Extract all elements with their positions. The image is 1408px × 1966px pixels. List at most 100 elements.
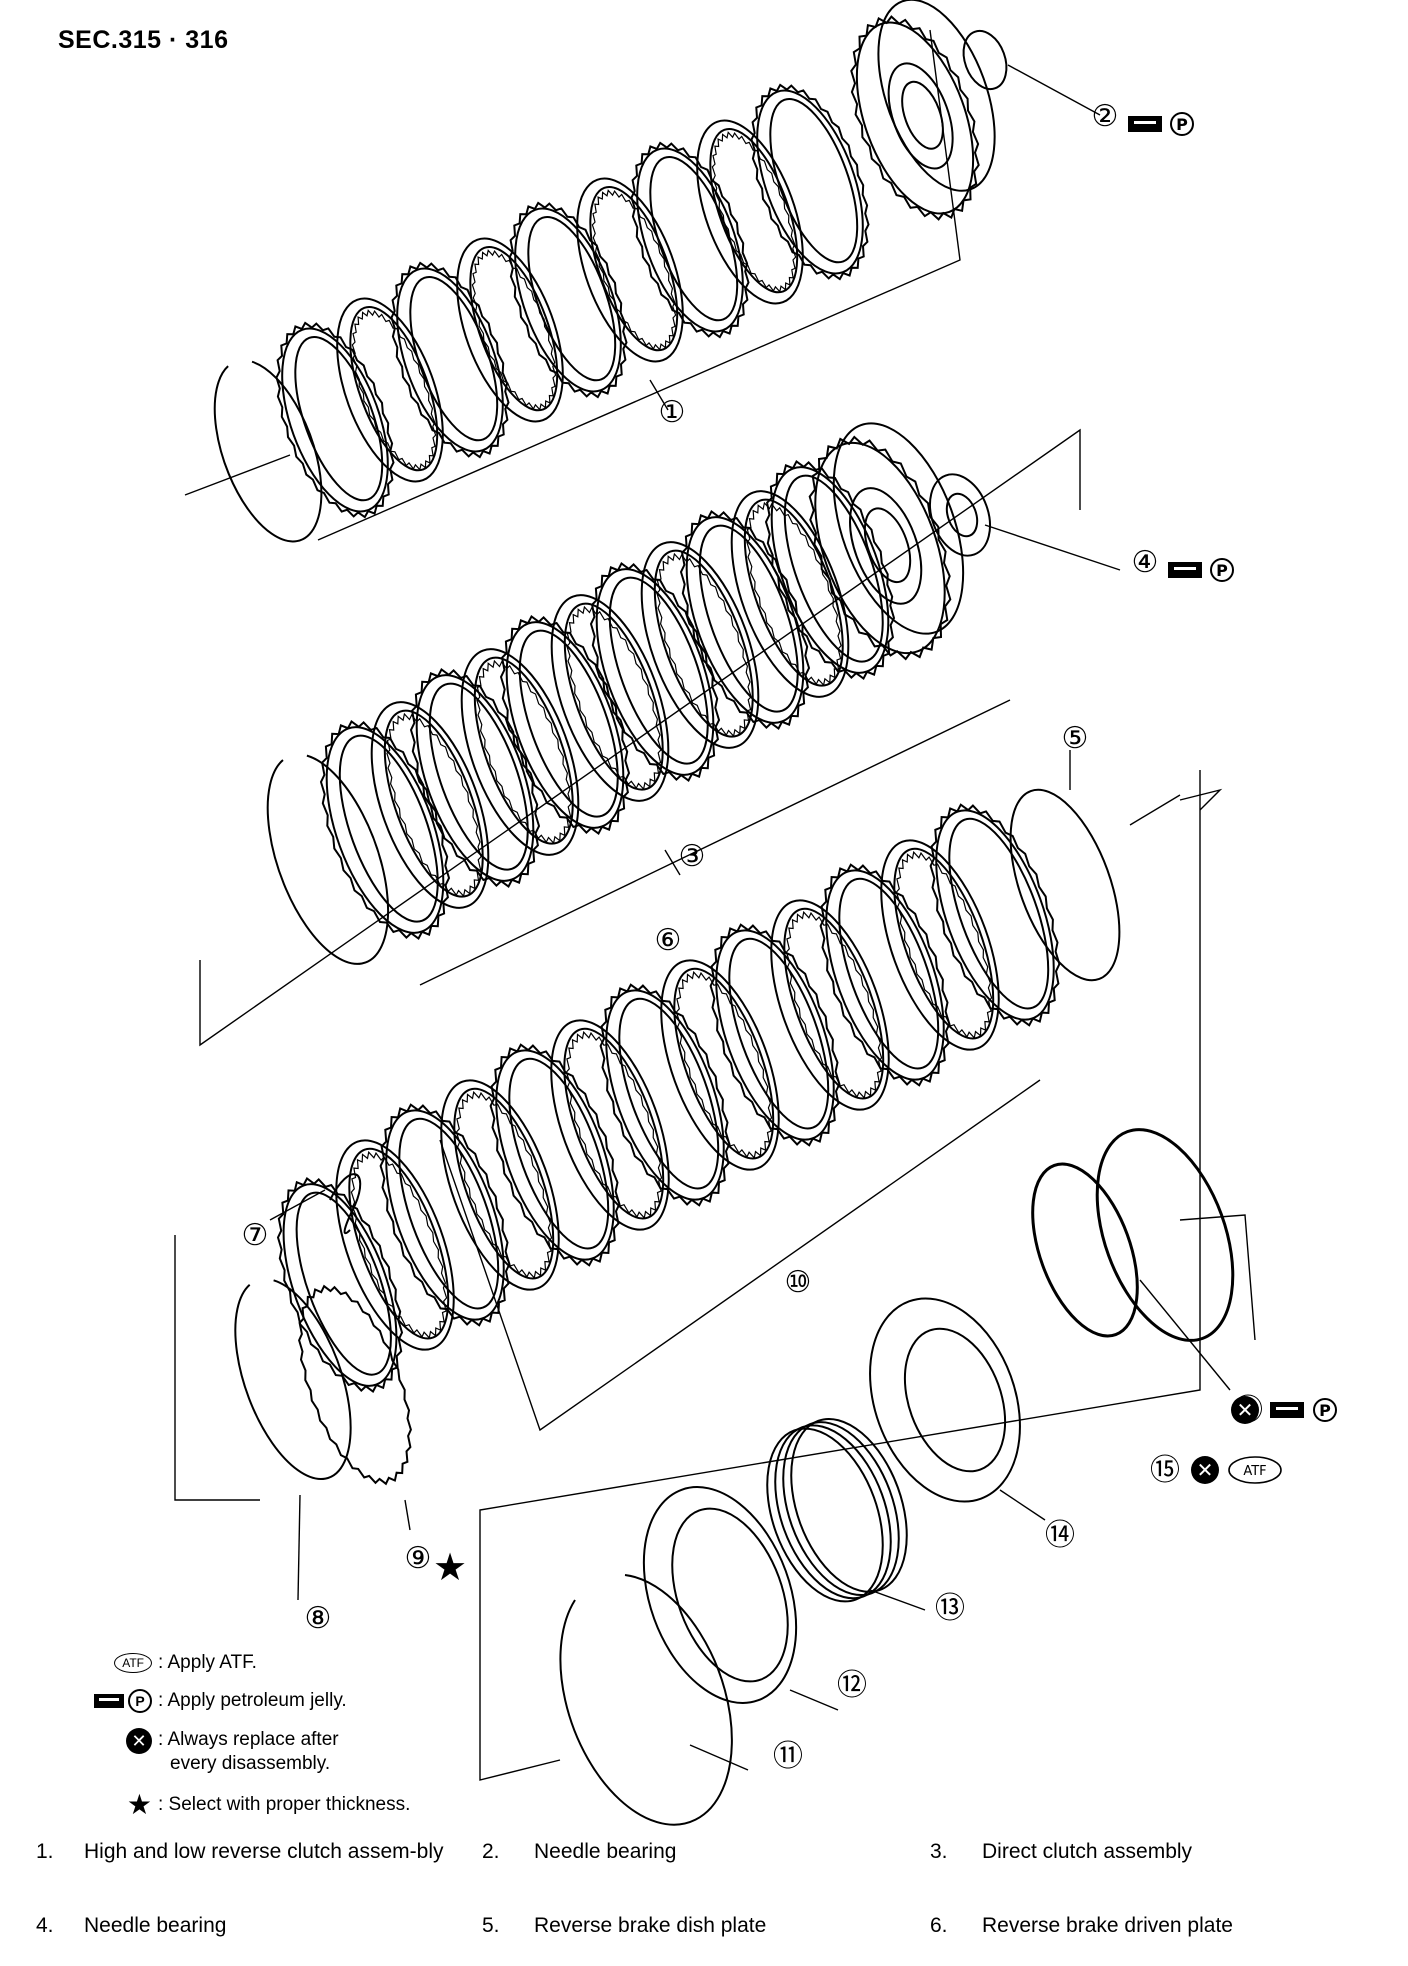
callout-6: ⑥ — [655, 923, 682, 958]
legend-jelly: P : Apply petroleum jelly. — [70, 1688, 347, 1714]
plate-inner-edge — [383, 709, 484, 898]
leader-line — [984, 524, 1121, 571]
plate-inner-edge — [948, 817, 1050, 1010]
leader-line — [439, 1079, 1041, 1432]
petroleum-jelly-icon — [1270, 1402, 1304, 1418]
part-item-1: 1. High and low reverse clutch assem-bly — [36, 1838, 464, 1866]
part-number: 2. — [482, 1840, 500, 1863]
clutch-driven-plate — [696, 119, 804, 305]
plate-outer-teeth — [819, 863, 951, 1087]
clutch-drive-plate — [630, 141, 750, 339]
plate-inner-splines — [711, 131, 797, 293]
clutch-driven-plate — [550, 594, 670, 802]
legend-atf-text: : Apply ATF. — [158, 1652, 257, 1673]
leader-line — [419, 699, 1011, 986]
legend-jelly-text: : Apply petroleum jelly. — [158, 1690, 347, 1711]
plate-inner-edge — [783, 907, 885, 1100]
legend-select: ★ : Select with proper thickness. — [70, 1791, 411, 1819]
plate-inner-edge — [673, 967, 775, 1160]
plate-inner-edge — [469, 245, 559, 412]
snap-ring — [213, 360, 323, 543]
needle-bearing-2 — [962, 29, 1008, 91]
plate-inner-edge — [563, 1027, 665, 1220]
callout-5: ⑤ — [1062, 721, 1089, 756]
plate-outer-edge — [730, 490, 850, 698]
callout-3: ③ — [679, 839, 706, 874]
callout-layer: ①②③④⑤⑥⑦⑧⑨⑩⑪⑫⑬⑭⑮⑯PP✕P✕ATF★ — [242, 99, 1337, 1774]
plate-outer-edge — [825, 869, 945, 1081]
callout-11: ⑪ — [773, 1739, 803, 1774]
plate-outer-teeth — [409, 668, 541, 888]
leader-line — [689, 1744, 749, 1771]
leader-line — [269, 1189, 326, 1221]
plate-outer-edge — [640, 541, 760, 749]
drum-hub — [849, 487, 923, 605]
d-ring-15 — [1031, 1162, 1139, 1338]
plate-outer-edge — [770, 899, 890, 1111]
clutch-drive-plate — [750, 83, 870, 281]
clutch-drive-plate — [489, 1043, 621, 1267]
drum-rim-back — [832, 422, 965, 635]
replace-icon: ✕ — [126, 1728, 152, 1754]
plate-inner-splines — [895, 850, 993, 1040]
plate-outer-edge — [715, 929, 835, 1141]
plate-inner-edge — [769, 97, 859, 264]
plate-inner-edge — [453, 1087, 555, 1280]
replace-icon: ✕ — [1191, 1456, 1219, 1484]
x-glyph: ✕ — [1197, 1458, 1214, 1482]
clutch-driven-plate — [770, 899, 890, 1111]
leader-line — [184, 454, 291, 496]
clutch-drive-plate — [499, 615, 631, 835]
retainer-inner — [671, 1507, 789, 1683]
plate-outer-edge — [440, 1079, 560, 1291]
leader-line — [479, 770, 1201, 1781]
plate-inner-splines — [591, 189, 677, 351]
clutch-driven-plate — [576, 177, 684, 363]
plate-inner-edge — [618, 997, 720, 1190]
plate-outer-edge — [605, 989, 725, 1201]
plate-inner-edge — [428, 682, 529, 871]
callout-13: ⑬ — [935, 1591, 965, 1626]
plate-inner-splines — [471, 249, 557, 411]
leader-line — [1179, 788, 1223, 811]
plate-inner-splines — [746, 501, 842, 687]
drum-rim — [814, 441, 946, 655]
needle-bearing-4 — [929, 473, 991, 557]
part-number: 4. — [36, 1914, 54, 1937]
plate-inner-edge — [294, 335, 384, 502]
plate-outer-teeth — [750, 83, 870, 281]
clutch-drum — [850, 0, 996, 221]
atf-glyph: ATF — [1243, 1464, 1266, 1479]
spring-coil — [790, 1417, 908, 1593]
x-circle — [1231, 1396, 1259, 1424]
callout-14: ⑭ — [1045, 1518, 1075, 1553]
piston-outer — [869, 1297, 1021, 1503]
legend-replace: ✕ : Always replace after every disassemb… — [70, 1728, 339, 1776]
plate-outer-teeth — [709, 923, 841, 1147]
plate-inner-splines — [455, 1090, 553, 1280]
spring-retainer-12 — [642, 1486, 798, 1704]
plate-inner-edge — [728, 937, 830, 1130]
jelly-stripe — [1276, 1407, 1298, 1410]
star-icon: ★ — [433, 1545, 467, 1589]
leader-line — [174, 1235, 260, 1501]
clutch-drive-plate — [409, 668, 541, 888]
x-glyph: ✕ — [1237, 1398, 1254, 1422]
plate-outer-teeth — [630, 141, 750, 339]
bearing-inner — [945, 492, 979, 538]
plate-outer-edge — [576, 177, 684, 363]
snap-ring-arc — [266, 754, 390, 965]
clutch-drive-plate — [819, 863, 951, 1087]
plate-inner-edge — [409, 275, 499, 442]
part-item-4: 4. Needle bearing — [36, 1912, 424, 1940]
plate-inner-edge — [348, 1147, 450, 1340]
plate-inner-edge — [349, 305, 439, 472]
callout-2: ② — [1092, 99, 1119, 134]
plate-outer-teeth — [390, 261, 510, 459]
exploded-view-diagram: ①②③④⑤⑥⑦⑧⑨⑩⑪⑫⑬⑭⑮⑯PP✕P✕ATF★ — [174, 0, 1337, 1826]
drum-hub — [887, 62, 954, 170]
clutch-drive-plate — [929, 803, 1061, 1027]
plate-outer-edge — [696, 119, 804, 305]
section-code: SEC.315 · 316 — [58, 26, 229, 54]
oil-seal-16 — [1095, 1128, 1235, 1342]
